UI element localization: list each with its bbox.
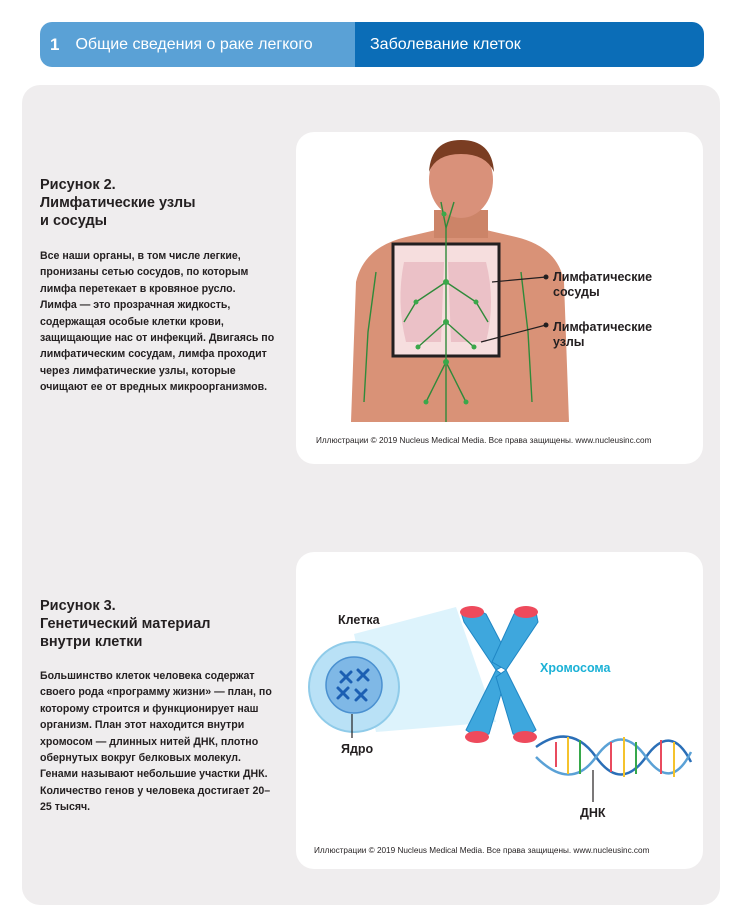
chapter-tab: 1 Общие сведения о раке легкого [40,22,355,67]
label-lymph-nodes-line1: Лимфатические [553,320,653,334]
label-lymph-vessels: Лимфатические сосуды [553,270,652,300]
figure2-title-line1: Рисунок 2. [40,177,116,193]
label-dna: ДНК [580,806,606,820]
figure2-credit: Иллюстрации © 2019 Nucleus Medical Media… [316,436,652,445]
label-lymph-vessels-line1: Лимфатические [553,270,653,284]
figure2-description: Все наши органы, в том числе легкие, про… [40,250,275,394]
label-chromosome: Хромосома [540,661,611,675]
figure3-description: Большинство клеток человека содержат сво… [40,670,272,814]
figure2-title: Рисунок 2. Лимфатические узлы и сосуды [40,176,196,230]
label-lymph-nodes-line2: узлы [553,335,585,349]
section-title: Заболевание клеток [370,35,521,53]
figure3-title-line2: Генетический материал [40,616,211,632]
label-nucleus: Ядро [341,742,374,756]
chapter-header: 1 Общие сведения о раке легкого Заболева… [40,22,704,67]
figure2-title-line2: Лимфатические узлы [40,195,196,211]
section-tab: Заболевание клеток [355,22,704,67]
figure3-title: Рисунок 3. Генетический материал внутри … [40,597,210,651]
label-lymph-vessels-line2: сосуды [553,285,600,299]
genetic-illustration [308,606,693,802]
chapter-title: Общие сведения о раке легкого [75,35,313,53]
label-lymph-nodes: Лимфатические узлы [553,320,652,350]
figure3-title-line1: Рисунок 3. [40,598,116,614]
chapter-number: 1 [50,34,60,54]
figure2-title-line3: и сосуды [40,213,108,229]
lymphatic-illustration [351,140,569,422]
label-cell: Клетка [338,613,380,627]
figure3-credit: Иллюстрации © 2019 Nucleus Medical Media… [314,846,650,855]
figure3-title-line3: внутри клетки [40,634,143,650]
